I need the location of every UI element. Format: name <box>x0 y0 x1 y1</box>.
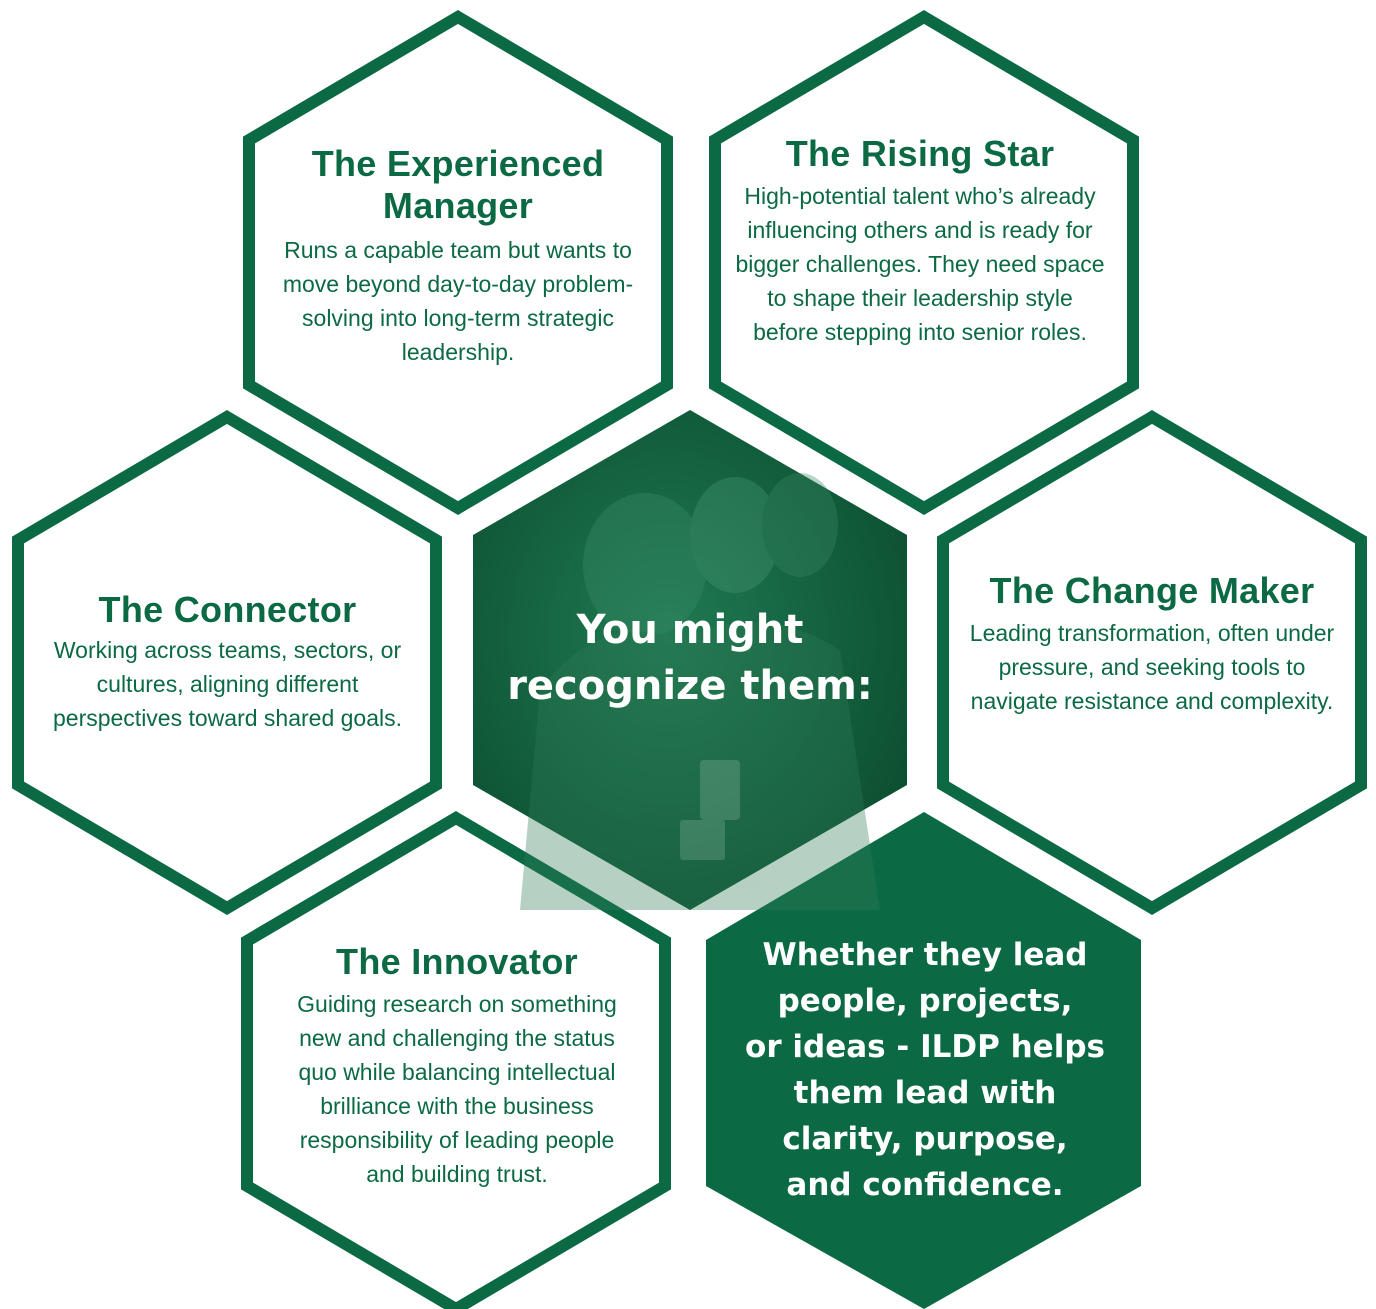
hexagon-experienced-manager <box>243 10 673 515</box>
photo-people-silhouettes <box>520 473 880 910</box>
persona-title: The Rising Star <box>785 133 1055 174</box>
persona-experienced-manager: The Experienced Manager Runs a capable t… <box>278 143 638 369</box>
persona-title: The Change Maker <box>989 570 1315 611</box>
hexagon-rising-star <box>709 10 1139 515</box>
persona-description: Guiding research on something new and ch… <box>297 991 617 1187</box>
persona-description: High-potential talent who’s already infl… <box>735 183 1105 345</box>
closing-line2: people, projects, <box>777 983 1073 1019</box>
persona-title: The Experienced <box>311 143 605 184</box>
persona-description: Leading transformation, often under pres… <box>969 620 1335 714</box>
persona-title: The Innovator <box>336 941 578 982</box>
persona-description: Working across teams, sectors, or cultur… <box>52 637 403 731</box>
persona-connector: The Connector Working across teams, sect… <box>30 589 425 735</box>
hexagon-innovator <box>241 811 671 1309</box>
center-heading-line2: recognize them: <box>507 663 873 709</box>
persona-description: Runs a capable team but wants to move be… <box>282 237 634 365</box>
persona-innovator: The Innovator Guiding research on someth… <box>282 941 632 1191</box>
hexagon-change-maker <box>937 410 1367 915</box>
center-heading: You might recognize them: <box>500 602 880 714</box>
hexagon-closing <box>706 812 1141 1309</box>
hexagon-connector <box>12 410 442 915</box>
persona-title: The Connector <box>98 589 357 630</box>
closing-line6: and confidence. <box>786 1167 1064 1203</box>
persona-rising-star: The Rising Star High-potential talent wh… <box>735 133 1105 349</box>
center-photo-hexagon <box>473 410 907 910</box>
persona-title-line2: Manager <box>382 185 534 226</box>
persona-change-maker: The Change Maker Leading transformation,… <box>962 570 1342 718</box>
closing-line3: or ideas - ILDP helps <box>745 1029 1105 1065</box>
closing-line4: them lead with <box>793 1075 1057 1111</box>
closing-line1: Whether they lead <box>762 937 1088 973</box>
closing-statement: Whether they lead people, projects, or i… <box>730 932 1120 1208</box>
closing-line5: clarity, purpose, <box>782 1121 1068 1157</box>
center-heading-line1: You might <box>576 607 804 653</box>
